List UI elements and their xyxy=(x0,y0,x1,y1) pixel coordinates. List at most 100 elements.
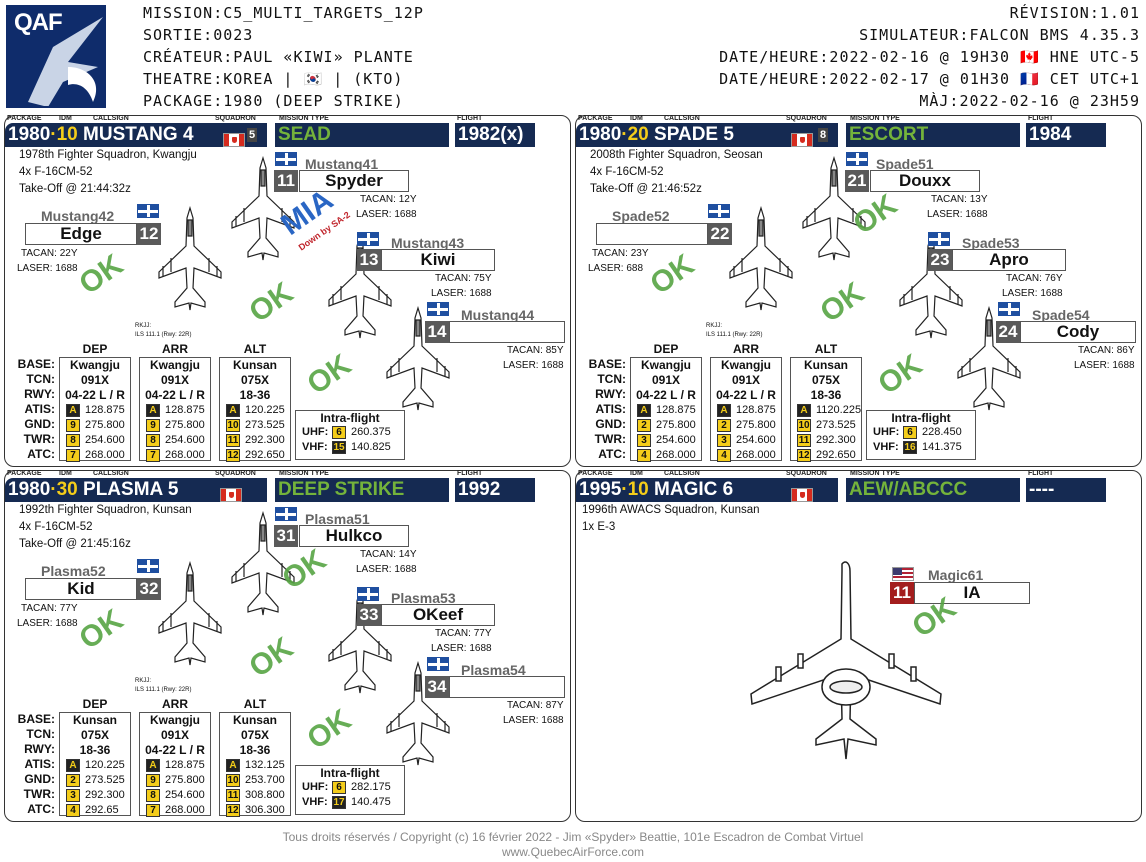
header-label-package: PACKAGE xyxy=(578,115,613,122)
header-value: 1.01 xyxy=(1099,4,1140,22)
ok-stamp: OK xyxy=(814,276,871,330)
row-label-twr: TWR: xyxy=(23,787,55,801)
quebec-flag-icon xyxy=(708,204,730,218)
canada-flag-icon xyxy=(223,132,245,147)
frequency: 141.375 xyxy=(922,441,962,453)
header-right-row: MÀJ:2022-02-16 @ 23H59 xyxy=(831,92,1140,110)
pilot-name xyxy=(449,676,565,698)
header-label-callsign: CALLSIGN xyxy=(93,115,129,122)
header-value: C5_MULTI_TARGETS_12P xyxy=(223,4,424,22)
header-left-row: PACKAGE:1980 (DEEP STRIKE) xyxy=(143,92,404,110)
header-label-flight: FLIGHT xyxy=(457,115,483,122)
pilot-callsign: Mustang42 xyxy=(41,208,115,224)
column-header-alt: ALT xyxy=(814,342,838,356)
jet-logo-icon xyxy=(28,17,103,106)
channel-chip: A xyxy=(717,403,731,417)
channel-chip: 8 xyxy=(66,433,80,447)
frequency: 273.525 xyxy=(245,419,285,431)
base-name: Kwangju xyxy=(721,358,771,372)
channel-chip: A xyxy=(66,403,80,417)
header-label: DATE/HEURE: xyxy=(719,70,830,88)
quebec-flag-icon xyxy=(137,559,159,573)
header-right-row: DATE/HEURE:2022-02-17 @ 01H30 🇫🇷 CET UTC… xyxy=(701,70,1140,88)
base-name: Kwangju xyxy=(641,358,691,372)
tacan-code: 091X xyxy=(160,373,190,387)
laser-code: LASER: 1688 xyxy=(503,715,564,726)
channel-chip: 6 xyxy=(903,425,917,439)
frequency: 268.000 xyxy=(85,449,125,461)
pilot-name: Hulkco xyxy=(299,525,409,547)
frequency: 292.650 xyxy=(245,449,285,461)
frequency: 273.525 xyxy=(85,774,125,786)
base-name: Kunsan xyxy=(72,713,117,727)
base-name: Kwangju xyxy=(70,358,120,372)
flag-container xyxy=(220,483,242,507)
intra-vhf-label: VHF: xyxy=(873,441,899,453)
pilot-number: 21 xyxy=(845,170,869,192)
frequency: 132.125 xyxy=(245,759,285,771)
frequency: 292.650 xyxy=(816,449,856,461)
f16-jet-icon xyxy=(383,305,453,416)
channel-chip: 7 xyxy=(146,803,160,817)
channel-chip: 2 xyxy=(717,418,731,432)
row-label-base: BASE: xyxy=(17,357,55,371)
channel-chip: 11 xyxy=(226,433,240,447)
channel-chip: 10 xyxy=(226,773,240,787)
pilot-name: Douxx xyxy=(870,170,980,192)
frequency: 275.800 xyxy=(165,419,205,431)
intra-flight-title: Intra-flight xyxy=(320,766,380,780)
runway: 04-22 L / R xyxy=(145,388,205,402)
row-label-tcn: TCN: xyxy=(26,372,55,386)
pilot-number: 11 xyxy=(890,582,914,604)
channel-chip: A xyxy=(226,758,240,772)
header-label-squadron: SQUADRON xyxy=(215,115,256,122)
frequency: 275.800 xyxy=(656,419,696,431)
frequency: 292.300 xyxy=(245,434,285,446)
package-number: 1995 xyxy=(579,479,622,500)
header-label-callsign: CALLSIGN xyxy=(664,115,700,122)
column-header-arr: ARR xyxy=(733,342,759,356)
pilot-name: Kid xyxy=(25,578,137,600)
frequency: 306.300 xyxy=(245,804,285,816)
channel-chip: 2 xyxy=(66,773,80,787)
header-value: 2022-02-16 @ 19H30 🇨🇦 HNE UTC-5 xyxy=(829,48,1140,66)
header-label-flight: FLIGHT xyxy=(1028,470,1054,477)
ok-stamp: OK xyxy=(243,631,300,685)
channel-chip: 8 xyxy=(146,788,160,802)
rkjj-ils: ILS 111.1 (Rwy: 22R) xyxy=(135,687,192,693)
pilot-name xyxy=(596,223,708,245)
header-label-idm: IDM xyxy=(59,470,72,477)
website-url: www.QuebecAirForce.com xyxy=(501,845,645,859)
tacan-code: 091X xyxy=(80,373,110,387)
tacan-channel: TACAN: 77Y xyxy=(21,603,78,614)
idm-number: 30 xyxy=(56,479,78,500)
flag-container xyxy=(223,128,245,152)
frequency: 260.375 xyxy=(351,426,391,438)
f16-jet-icon xyxy=(155,560,225,671)
frequency: 273.525 xyxy=(816,419,856,431)
ok-stamp: OK xyxy=(872,348,929,402)
column-header-dep: DEP xyxy=(653,342,679,356)
quebec-flag-icon xyxy=(846,152,868,166)
tacan-code: 091X xyxy=(160,728,190,742)
quebec-flag-icon xyxy=(998,302,1020,316)
f16-jet-icon xyxy=(228,510,298,621)
header-label-flight: FLIGHT xyxy=(1028,115,1054,122)
frequency: 292.300 xyxy=(816,434,856,446)
